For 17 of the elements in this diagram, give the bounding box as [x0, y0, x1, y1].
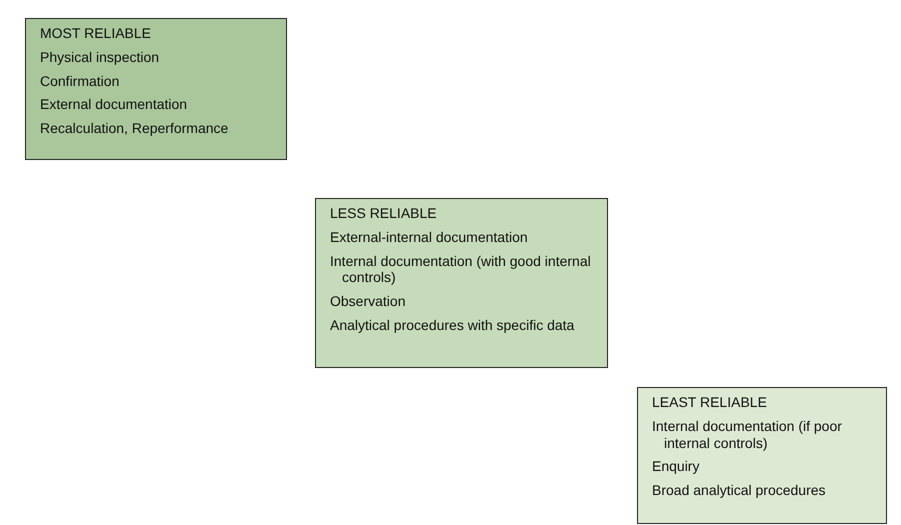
evidence-box	[315, 198, 608, 368]
box-heading: MOST RELIABLE	[40, 25, 152, 42]
evidence-item: Internal documentation (if poor internal controls)	[652, 418, 843, 452]
evidence-item: Physical inspection	[40, 48, 160, 66]
evidence-item: Broad analytical procedures	[652, 482, 827, 499]
evidence-item: Observation	[330, 293, 406, 310]
evidence-item: Enquiry	[652, 458, 700, 476]
box-heading: LESS RELIABLE	[330, 205, 438, 222]
evidence-item: Analytical procedures with specific data	[330, 316, 576, 334]
evidence-item: External documentation	[40, 96, 188, 114]
evidence-item: External-internal documentation	[330, 228, 529, 246]
evidence-box	[25, 18, 287, 160]
evidence-item: Internal documentation (with good internal controls)	[330, 252, 592, 286]
evidence-item: Confirmation	[40, 72, 120, 90]
evidence-box	[637, 387, 887, 524]
evidence-item: Recalculation, Reperformance	[40, 120, 230, 137]
box-heading: LEAST RELIABLE	[652, 394, 768, 411]
